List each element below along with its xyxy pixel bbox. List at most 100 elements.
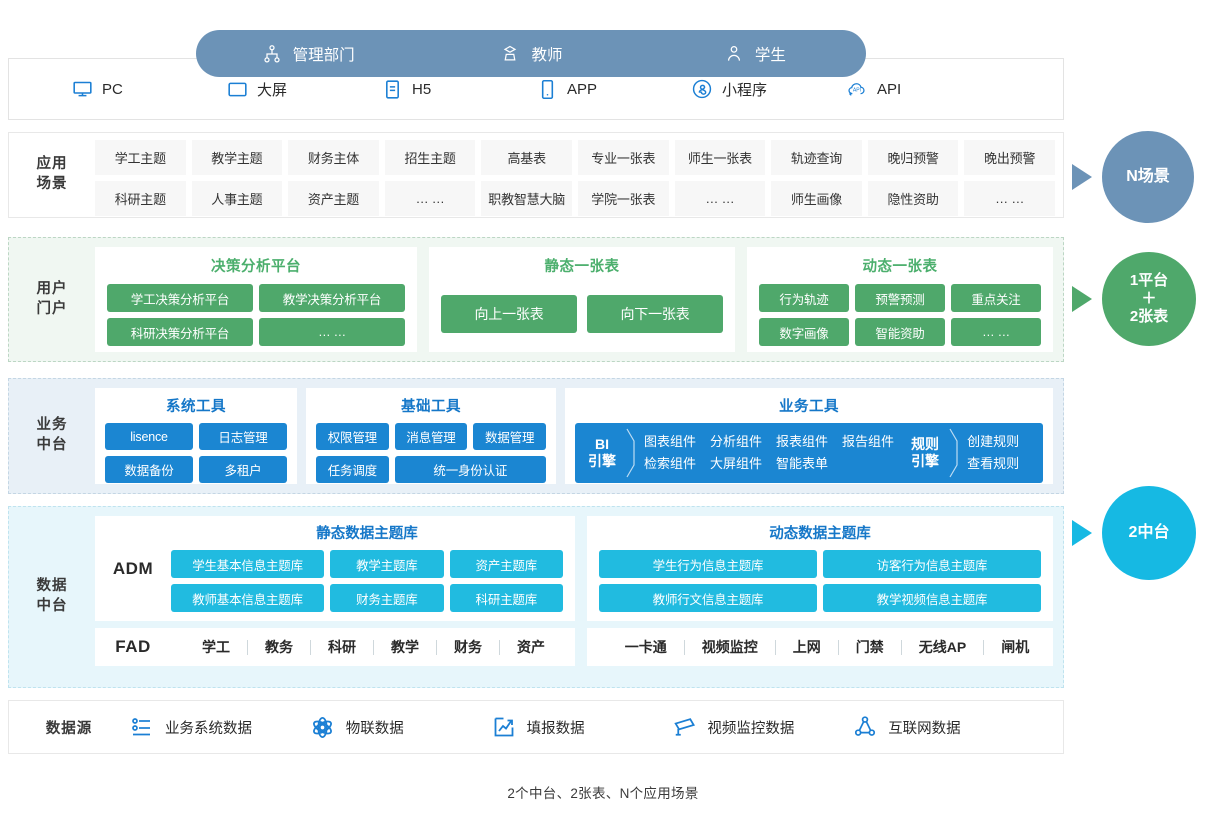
portal-item[interactable]: 向上一张表 — [441, 295, 577, 333]
source-item-iot[interactable]: 物联数据 — [310, 714, 491, 740]
fad-item[interactable]: 门禁 — [855, 639, 884, 655]
bi-engine-item[interactable]: 报表组件 — [776, 434, 829, 450]
dm-item[interactable]: 科研主题库 — [449, 584, 563, 612]
portal-item[interactable]: 预警预测 — [855, 284, 945, 312]
biz-card-items: lisence 日志管理 数据备份 多租户 — [105, 423, 287, 483]
dm-item[interactable]: 财务主题库 — [330, 584, 444, 612]
biz-item[interactable]: 日志管理 — [199, 423, 287, 450]
bi-engine-item[interactable]: 图表组件 — [644, 434, 697, 450]
biz-item[interactable]: 数据管理 — [473, 423, 546, 450]
scenario-cell[interactable]: … … — [384, 181, 476, 216]
scenario-cell[interactable]: 高基表 — [481, 140, 572, 175]
channel-item-bigscreen[interactable]: 大屏 — [226, 77, 381, 101]
fad-item[interactable]: 无线AP — [918, 639, 967, 655]
dm-item[interactable]: 资产主题库 — [449, 550, 563, 578]
scenario-cell[interactable]: 隐性资助 — [867, 181, 959, 216]
adm-key-label: ADM — [112, 558, 154, 578]
source-item-business-system[interactable]: 业务系统数据 — [129, 714, 310, 740]
channel-item-pc[interactable]: PC — [71, 77, 226, 101]
biz-card-items: 权限管理 消息管理 数据管理 任务调度 统一身份认证 — [316, 423, 546, 483]
fad-card-dynamic: 一卡通 视频监控 上网 门禁 无线AP 闸机 — [587, 628, 1053, 666]
biz-item[interactable]: 统一身份认证 — [394, 456, 546, 483]
dm-item[interactable]: 教学主题库 — [330, 550, 444, 578]
biz-item[interactable]: 任务调度 — [316, 456, 389, 483]
fad-item[interactable]: 教务 — [265, 639, 293, 655]
scenarios-label-line1: 应用 — [36, 156, 68, 173]
role-item-teacher[interactable]: 教师 — [419, 42, 642, 66]
portal-item[interactable]: 数字画像 — [759, 318, 849, 346]
bi-engine-item[interactable]: 报告组件 — [842, 434, 895, 450]
fad-item[interactable]: 学工 — [202, 639, 230, 655]
dm-item[interactable]: 教学视频信息主题库 — [823, 584, 1041, 612]
portal-item[interactable]: … … — [259, 318, 405, 346]
bi-engine-item[interactable]: 大屏组件 — [710, 455, 763, 471]
scenario-cell[interactable]: 师生画像 — [771, 181, 862, 216]
rule-engine-item[interactable]: 查看规则 — [967, 455, 1020, 471]
fad-item[interactable]: 视频监控 — [701, 639, 758, 655]
fad-item[interactable]: 闸机 — [1001, 639, 1030, 655]
fad-item[interactable]: 教学 — [391, 639, 419, 655]
divider — [373, 639, 374, 655]
dm-item[interactable]: 访客行为信息主题库 — [823, 550, 1041, 578]
fad-item[interactable]: 财务 — [454, 639, 482, 655]
source-item-cctv[interactable]: 视频监控数据 — [671, 714, 852, 740]
channel-item-api[interactable]: API API — [846, 77, 1001, 101]
scenario-cell[interactable]: … … — [674, 181, 766, 216]
portal-item[interactable]: 向下一张表 — [587, 295, 723, 333]
channel-item-h5[interactable]: H5 — [381, 77, 536, 101]
scenario-cell[interactable]: 财务主体 — [288, 140, 379, 175]
fad-item[interactable]: 一卡通 — [624, 639, 667, 655]
datamid-section-label: 数据 中台 — [9, 507, 95, 687]
dm-item[interactable]: 学生行为信息主题库 — [599, 550, 817, 578]
scenario-cell[interactable]: 职教智慧大脑 — [481, 181, 572, 216]
role-item-admin[interactable]: 管理部门 — [196, 42, 419, 66]
bi-engine-label: BI 引擎 — [579, 428, 625, 478]
dm-item[interactable]: 学生基本信息主题库 — [171, 550, 325, 578]
scenario-cell[interactable]: 人事主题 — [191, 181, 283, 216]
source-item-report[interactable]: 填报数据 — [491, 714, 672, 740]
bi-engine-item[interactable]: 分析组件 — [710, 434, 763, 450]
scenarios-grid: 学工主题 教学主题 财务主体 招生主题 高基表 专业一张表 师生一张表 轨迹查询… — [95, 133, 1063, 217]
scenario-cell[interactable]: … … — [964, 181, 1055, 216]
bi-engine-item[interactable]: 智能表单 — [776, 455, 829, 471]
scenario-cell[interactable]: 学工主题 — [95, 140, 186, 175]
portal-item[interactable]: … … — [951, 318, 1041, 346]
portal-item[interactable]: 学工决策分析平台 — [107, 284, 253, 312]
biz-card-title: 基础工具 — [401, 399, 461, 415]
badge-scenarios: N场景 — [1072, 131, 1194, 223]
scenario-cell[interactable]: 晚归预警 — [867, 140, 959, 175]
screen-icon — [226, 77, 248, 101]
fad-item[interactable]: 科研 — [328, 639, 356, 655]
scenario-cell[interactable]: 专业一张表 — [577, 140, 669, 175]
scenario-cell[interactable]: 教学主题 — [191, 140, 283, 175]
portal-item[interactable]: 教学决策分析平台 — [259, 284, 405, 312]
role-item-student[interactable]: 学生 — [643, 42, 866, 66]
scenario-cell[interactable]: 招生主题 — [384, 140, 476, 175]
scenario-cell[interactable]: 轨迹查询 — [771, 140, 862, 175]
scenario-cell[interactable]: 师生一张表 — [674, 140, 766, 175]
portal-section-label: 用户 门户 — [9, 238, 95, 361]
biz-item[interactable]: 消息管理 — [394, 423, 468, 450]
scenario-cell[interactable]: 晚出预警 — [964, 140, 1055, 175]
portal-item[interactable]: 科研决策分析平台 — [107, 318, 253, 346]
portal-item[interactable]: 智能资助 — [855, 318, 945, 346]
fad-item[interactable]: 资产 — [517, 639, 545, 655]
source-item-internet[interactable]: 互联网数据 — [852, 714, 1033, 740]
biz-item[interactable]: lisence — [105, 423, 193, 450]
monitor-icon — [71, 77, 93, 101]
channel-item-app[interactable]: APP — [536, 77, 691, 101]
fad-item[interactable]: 上网 — [792, 639, 821, 655]
scenario-cell[interactable]: 学院一张表 — [577, 181, 669, 216]
dm-item[interactable]: 教师基本信息主题库 — [171, 584, 325, 612]
channel-item-miniprogram[interactable]: 小程序 — [691, 77, 846, 101]
biz-item[interactable]: 权限管理 — [316, 423, 389, 450]
biz-item[interactable]: 数据备份 — [105, 456, 193, 483]
rule-engine-item[interactable]: 创建规则 — [967, 434, 1020, 450]
portal-item[interactable]: 重点关注 — [951, 284, 1041, 312]
bi-engine-item[interactable]: 检索组件 — [644, 455, 697, 471]
scenario-cell[interactable]: 科研主题 — [95, 181, 186, 216]
biz-item[interactable]: 多租户 — [199, 456, 287, 483]
dm-item[interactable]: 教师行文信息主题库 — [599, 584, 817, 612]
scenario-cell[interactable]: 资产主题 — [288, 181, 379, 216]
portal-item[interactable]: 行为轨迹 — [759, 284, 849, 312]
